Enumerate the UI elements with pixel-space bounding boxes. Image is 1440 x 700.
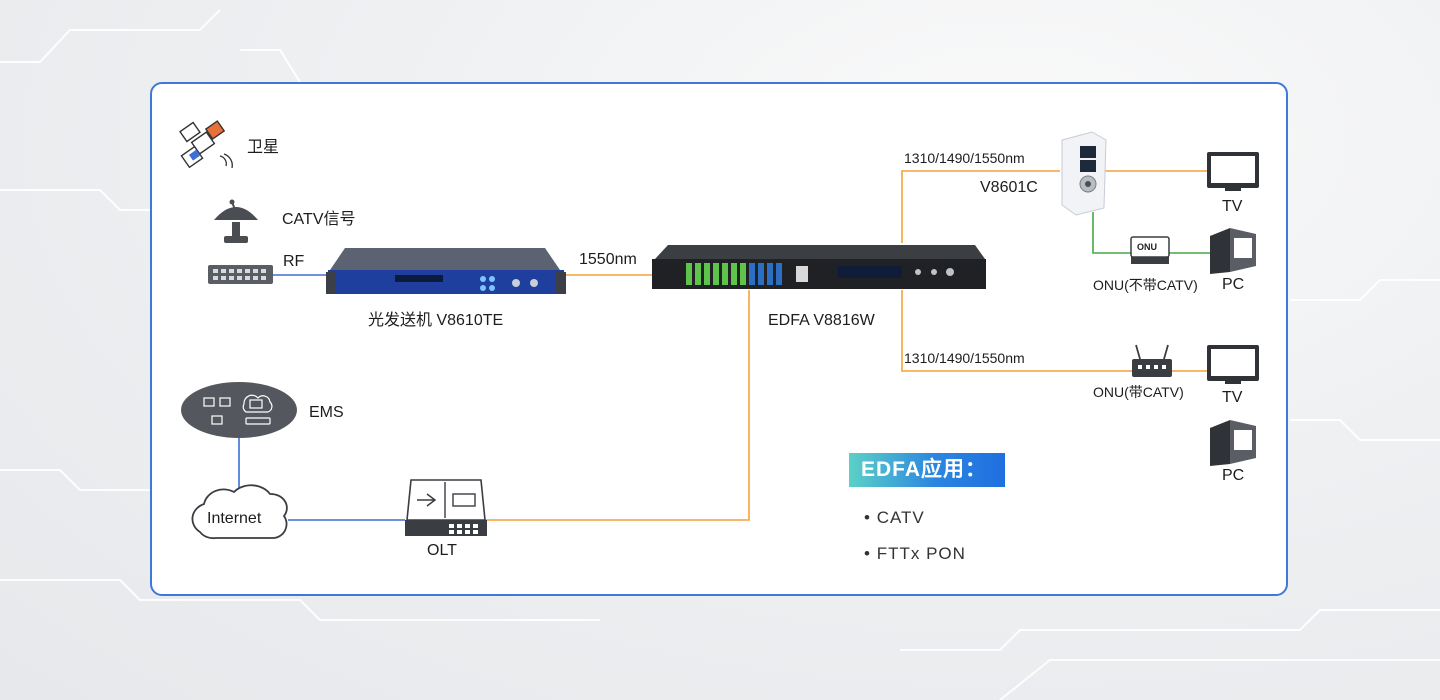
fiber-link-lower [901, 290, 1135, 372]
pc-icon-upper [1210, 228, 1256, 274]
wavelength-1550-label: 1550nm [579, 251, 637, 268]
tv-lower-label: TV [1222, 389, 1243, 406]
catv-signal-label: CATV信号 [282, 211, 356, 228]
edfa-prefix: EDFA [768, 312, 809, 329]
edfa-model: V8816W [813, 312, 875, 329]
wavelength-lower-label: 1310/1490/1550nm [904, 350, 1025, 366]
ems-label: EMS [309, 404, 344, 421]
rf-combiner-device [208, 265, 273, 284]
pc-upper-label: PC [1222, 276, 1245, 293]
olt-device [405, 479, 487, 536]
olt-label: OLT [427, 542, 457, 559]
satellite-label: 卫星 [247, 139, 280, 156]
v8601c-label: V8601C [980, 179, 1038, 196]
rf-label: RF [283, 253, 305, 270]
edfa-device [652, 245, 986, 289]
onu-without-catv-label: ONU(不带CATV) [1093, 277, 1198, 293]
tv-icon-upper [1207, 152, 1259, 191]
onu-router-device-lower [1132, 344, 1172, 377]
satellite-dish-icon [214, 199, 258, 243]
edfa-applications-title: EDFA应用： [849, 453, 1005, 487]
fiber-link-olt [484, 290, 750, 521]
lan-link-onu [1092, 212, 1133, 254]
satellite-icon [179, 120, 233, 169]
ems-network-icon [181, 382, 297, 438]
v8601c-optical-node [1061, 131, 1107, 216]
pc-lower-label: PC [1222, 467, 1245, 484]
transmitter-label: 光发送机 V8610TE [368, 312, 504, 329]
fiber-link-upper [901, 170, 1060, 243]
onu-with-catv-label: ONU(带CATV) [1093, 384, 1184, 400]
wavelength-upper-label: 1310/1490/1550nm [904, 150, 1025, 166]
internet-label: Internet [207, 510, 262, 527]
edfa-label: EDFA V8816W [768, 313, 875, 329]
onu-box-text: ONU [1137, 242, 1157, 252]
tv-icon-lower [1207, 345, 1259, 384]
optical-transmitter-device [326, 248, 566, 294]
application-item: CATV [864, 506, 966, 542]
application-item: FTTx PON [864, 542, 966, 578]
tv-upper-label: TV [1222, 198, 1243, 215]
edfa-applications-list: CATV FTTx PON [864, 506, 966, 578]
pc-icon-lower [1210, 420, 1256, 466]
onu-device-upper [1130, 236, 1170, 264]
internet-cloud-icon [191, 484, 288, 540]
